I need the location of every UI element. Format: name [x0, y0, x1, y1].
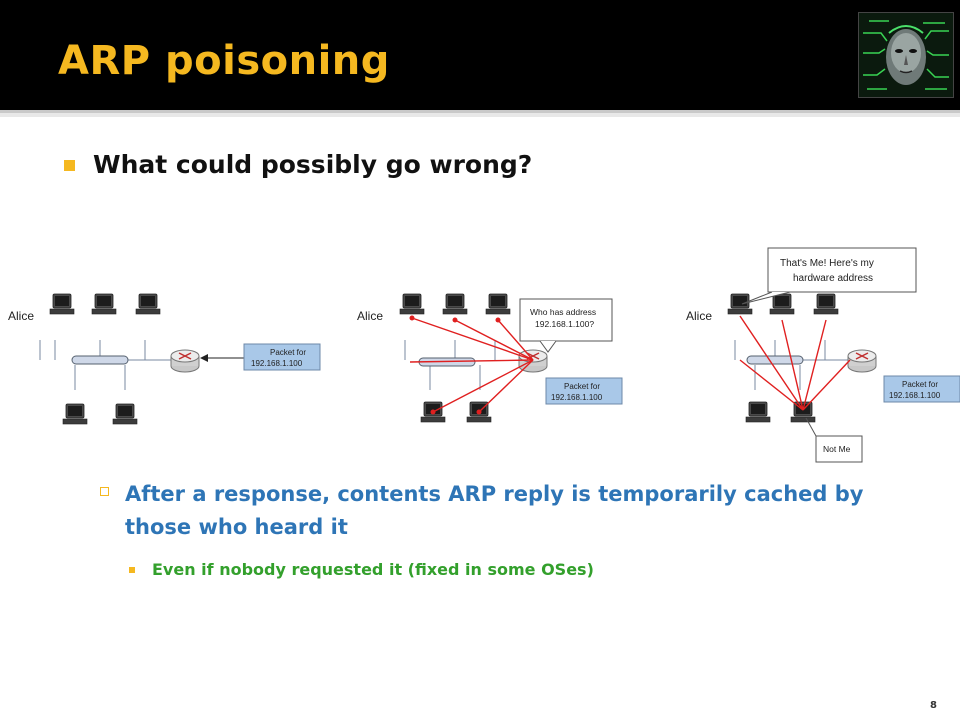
- packet-label: Packet for: [564, 382, 600, 391]
- bubble-reply: That's Me! Here's my: [780, 258, 874, 269]
- alice-label: Alice: [8, 309, 34, 323]
- bullet-even-if-nobody: Even if nobody requested it (fixed in so…: [152, 560, 594, 579]
- bullet-marker-1: [64, 160, 75, 171]
- diagram-panel-reply: Alice That's Me! Here's my hardware addr…: [686, 247, 960, 463]
- title-bar: [0, 0, 960, 110]
- packet-address: 192.168.1.100: [551, 393, 603, 402]
- bullet-what-could-go-wrong: What could possibly go wrong?: [93, 150, 533, 179]
- packet-label: Packet for: [270, 348, 306, 357]
- diagram-panel-broadcast: Alice Who has address 192.168.1.100? Pac…: [357, 293, 623, 423]
- bubble-hardware: hardware address: [793, 273, 873, 284]
- alice-label: Alice: [357, 309, 383, 323]
- bubble-address: 192.168.1.100?: [535, 319, 594, 329]
- title-divider-shadow: [0, 113, 960, 117]
- arp-poisoning-diagram: Alice Packet for 192.168.1.100 Alice: [8, 247, 960, 463]
- diagram-panel-normal: Alice Packet for 192.168.1.100: [8, 293, 321, 425]
- bullet-marker-3: [129, 567, 135, 573]
- notme-label: Not Me: [823, 444, 851, 454]
- packet-address: 192.168.1.100: [889, 391, 941, 400]
- title-divider: [0, 110, 960, 113]
- packet-address: 192.168.1.100: [251, 359, 303, 368]
- packet-label: Packet for: [902, 380, 938, 389]
- bubble-question: Who has address: [530, 307, 596, 317]
- bullet-arp-cache: After a response, contents ARP reply is …: [125, 482, 864, 539]
- cyber-face-logo: [858, 12, 954, 98]
- slide-title: ARP poisoning: [58, 38, 390, 84]
- bullet-marker-2: [100, 487, 109, 496]
- alice-label: Alice: [686, 309, 712, 323]
- slide-number: 8: [930, 700, 937, 711]
